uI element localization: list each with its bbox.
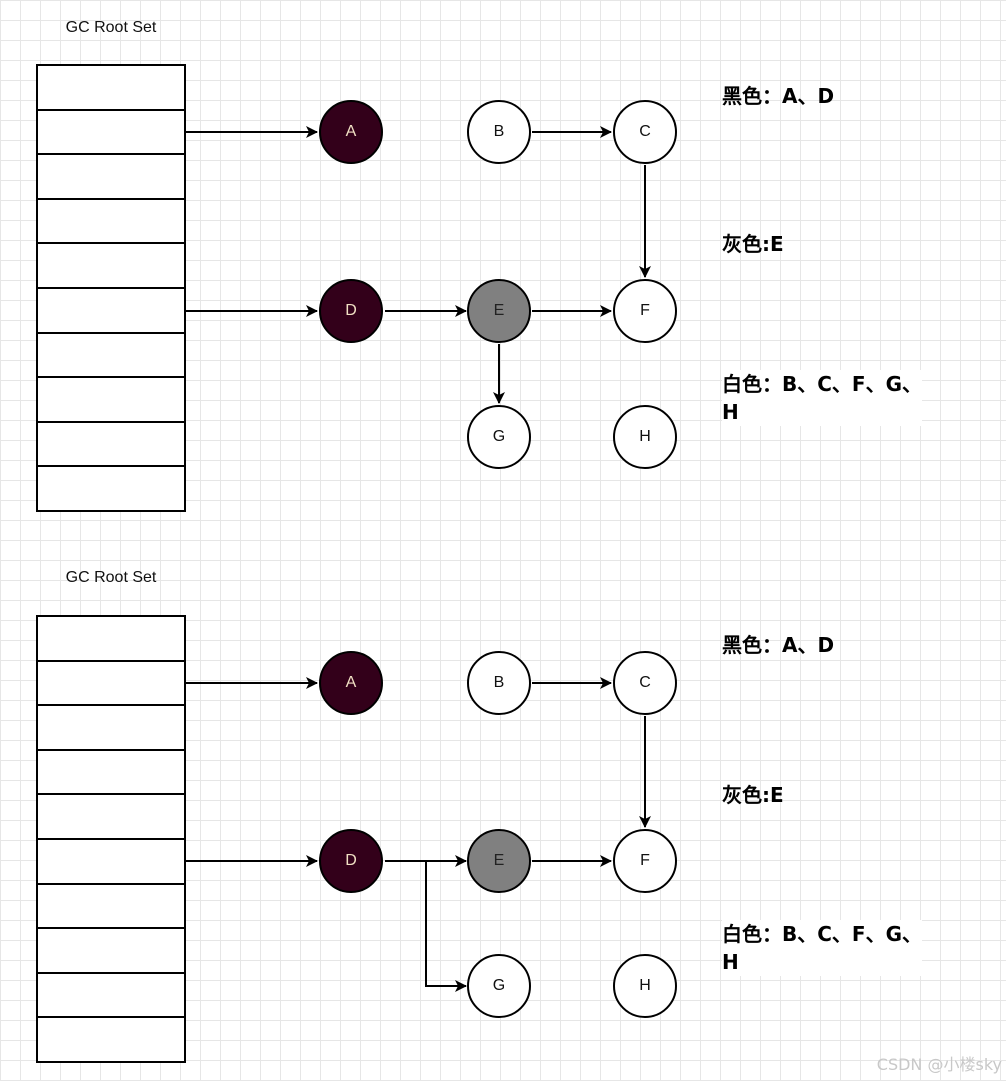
root-set-title: GC Root Set xyxy=(65,19,157,36)
root-set-title: GC Root Set xyxy=(65,569,157,586)
root-slot xyxy=(38,795,184,840)
edges-layer xyxy=(186,126,651,404)
root-slot xyxy=(38,840,184,885)
node-b: B xyxy=(467,651,531,715)
node-f: F xyxy=(613,829,677,893)
root-slot xyxy=(38,662,184,707)
diagram-panel-1: GC Root Set A B C D E F G H 黑色：A、D 灰色:E … xyxy=(0,0,1006,540)
legend-black: 黑色：A、D xyxy=(722,633,835,657)
root-slot xyxy=(38,423,184,468)
edge-d-to-g xyxy=(425,861,467,992)
root-slot xyxy=(38,66,184,111)
root-slot xyxy=(38,200,184,245)
node-c: C xyxy=(613,100,677,164)
node-d: D xyxy=(319,279,383,343)
root-slot xyxy=(38,378,184,423)
root-set-table xyxy=(36,64,186,512)
root-slot xyxy=(38,334,184,379)
node-e: E xyxy=(467,279,531,343)
root-slot xyxy=(38,929,184,974)
node-h: H xyxy=(613,954,677,1018)
root-slot xyxy=(38,885,184,930)
edges-layer xyxy=(186,677,651,992)
node-f: F xyxy=(613,279,677,343)
legend-gray: 灰色:E xyxy=(722,783,784,807)
legend-gray: 灰色:E xyxy=(722,232,784,256)
node-d: D xyxy=(319,829,383,893)
node-g: G xyxy=(467,954,531,1018)
diagram-panel-2: GC Root Set A B C D E F G H 黑色：A、D 灰色:E … xyxy=(0,550,1006,1081)
root-slot xyxy=(38,244,184,289)
root-slot xyxy=(38,617,184,662)
root-slot xyxy=(38,974,184,1019)
root-slot xyxy=(38,751,184,796)
root-slot xyxy=(38,706,184,751)
node-a: A xyxy=(319,651,383,715)
node-a: A xyxy=(319,100,383,164)
root-slot xyxy=(38,155,184,200)
watermark: CSDN @小楼sky xyxy=(876,1055,1002,1074)
legend-white: 白色：B、C、F、G、H xyxy=(722,370,922,426)
node-b: B xyxy=(467,100,531,164)
node-c: C xyxy=(613,651,677,715)
root-slot xyxy=(38,111,184,156)
node-e: E xyxy=(467,829,531,893)
node-g: G xyxy=(467,405,531,469)
root-set-table xyxy=(36,615,186,1063)
root-slot xyxy=(38,289,184,334)
legend-black: 黑色：A、D xyxy=(722,84,835,108)
legend-white: 白色：B、C、F、G、H xyxy=(722,920,922,976)
node-h: H xyxy=(613,405,677,469)
